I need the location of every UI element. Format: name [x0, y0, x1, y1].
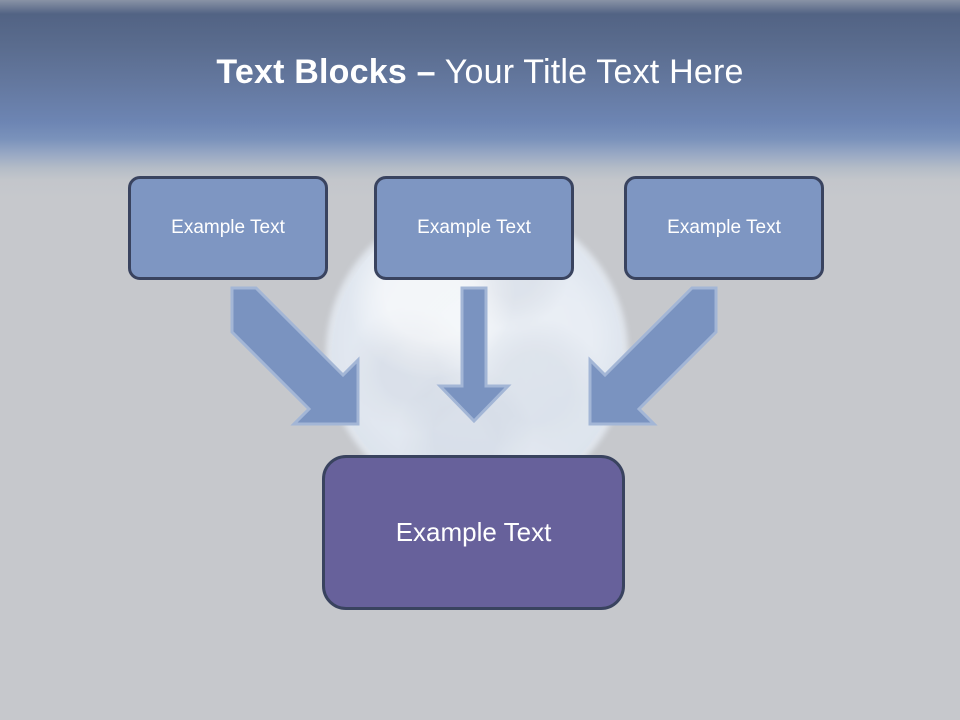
text-block-3[interactable]: Example Text — [624, 176, 824, 280]
text-block-1-label: Example Text — [171, 217, 285, 238]
slide-title-strong: Text Blocks – — [216, 53, 436, 91]
text-block-2-label: Example Text — [417, 217, 531, 238]
slide-title: Text Blocks – Your Title Text Here — [0, 50, 960, 94]
text-block-1[interactable]: Example Text — [128, 176, 328, 280]
slide-title-light: Your Title Text Here — [435, 53, 744, 91]
text-block-result[interactable]: Example Text — [322, 455, 625, 610]
text-block-result-label: Example Text — [395, 517, 552, 547]
text-block-2[interactable]: Example Text — [374, 176, 574, 280]
text-block-3-label: Example Text — [667, 217, 781, 238]
